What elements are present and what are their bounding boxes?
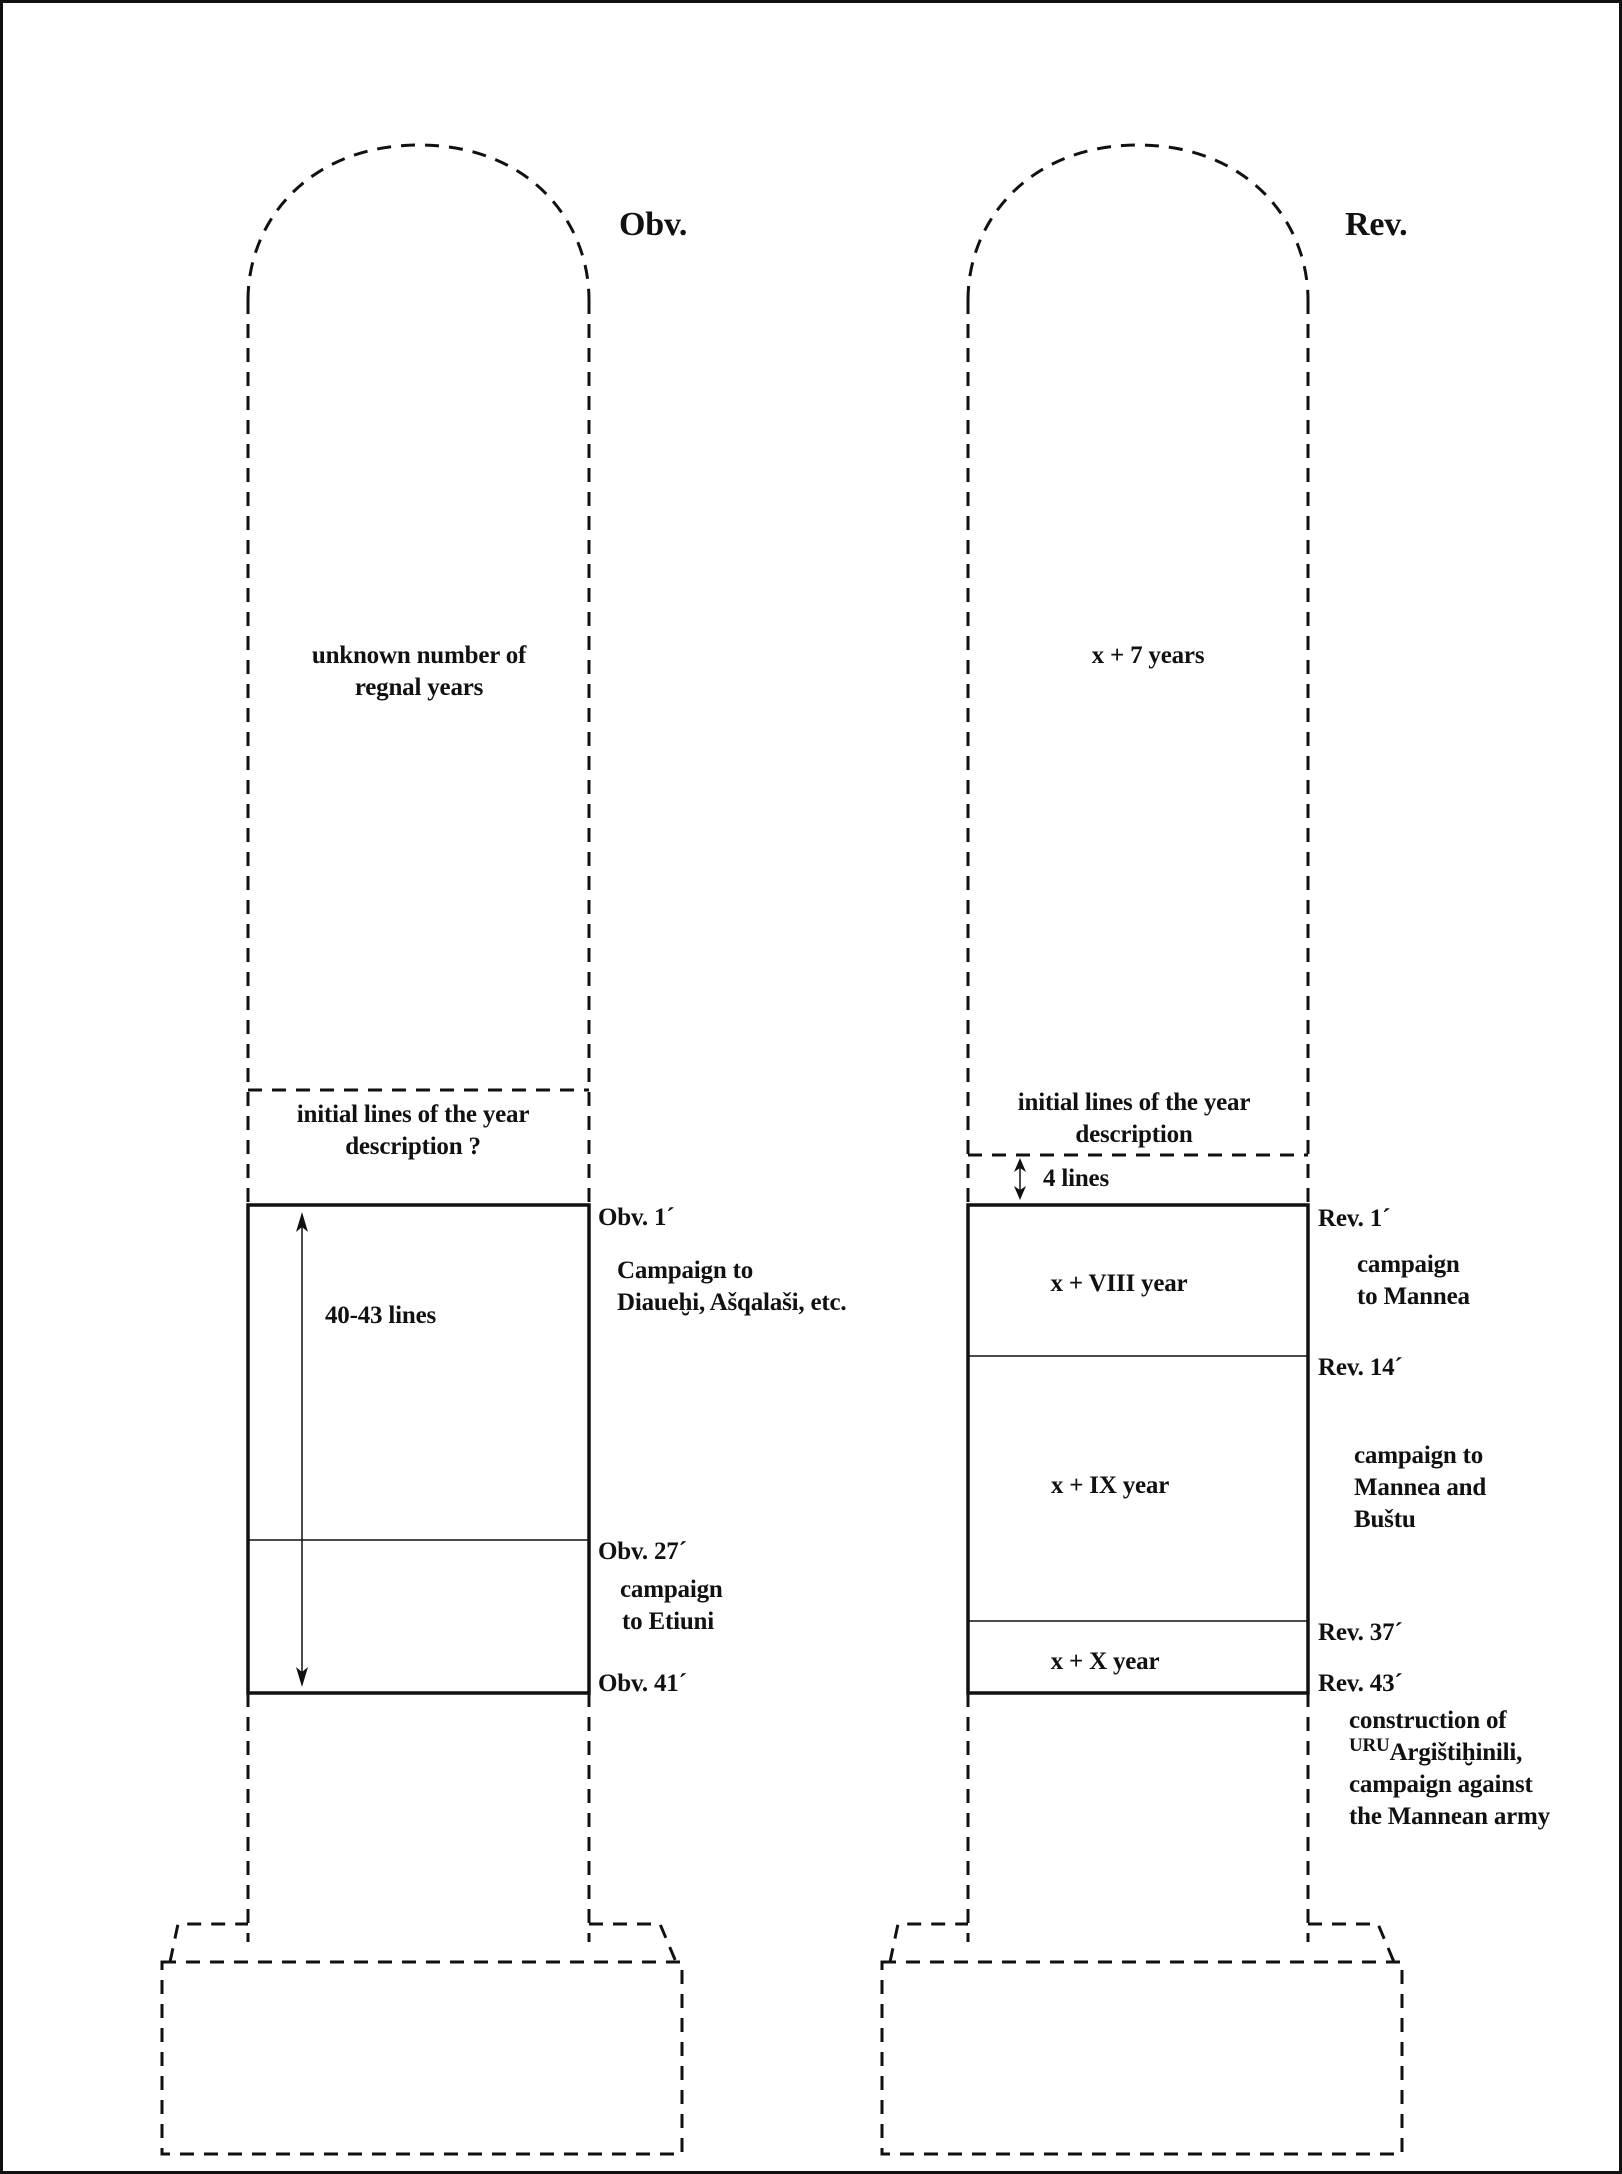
obverse-unknown-years-line2: regnal years: [354, 674, 484, 701]
reverse-campaign-mannea: campaign to Mannea: [1357, 1249, 1470, 1313]
reverse-campaign-mannea-line2: to Mannea: [1357, 1283, 1470, 1310]
reverse-year-viii-label: x + VIII year: [1050, 1270, 1188, 1297]
reverse-side-label: Rev.: [1345, 206, 1408, 243]
reverse-base-block: [880, 1960, 1404, 2156]
obverse-lines-count-label: 40-43 lines: [325, 1302, 436, 1329]
reverse-campaign-mannea-bustu: campaign to Mannea and Buštu: [1354, 1440, 1486, 1536]
reverse-marker-14: Rev. 14´: [1318, 1354, 1403, 1381]
reverse-initial-lines-note: initial lines of the year description: [1017, 1087, 1251, 1151]
obverse-marker-41: Obv. 41´: [598, 1670, 687, 1697]
reverse-gap-arrow-head-down: [1014, 1186, 1026, 1200]
obverse-stele: [160, 143, 684, 2156]
reverse-preserved-area: [966, 1162, 1310, 1695]
reverse-construction-line1: construction of: [1349, 1707, 1507, 1734]
obverse-arrow-head-down: [296, 1667, 308, 1687]
obverse-initial-lines-note: initial lines of the year description ?: [296, 1099, 530, 1163]
reverse-marker-1: Rev. 1´: [1318, 1205, 1391, 1232]
reverse-construction-line3: campaign against: [1349, 1771, 1533, 1798]
reverse-years-note: x + 7 years: [1091, 642, 1205, 669]
reverse-year-x-label: x + X year: [1050, 1648, 1160, 1675]
reverse-marker-43: Rev. 43´: [1318, 1670, 1403, 1697]
reverse-initial-lines-line1: initial lines of the year: [1017, 1089, 1251, 1116]
obverse-campaign-etiuni-line2: to Etiuni: [622, 1608, 714, 1635]
obverse-preserved-area: [246, 1203, 591, 1695]
obverse-marker-1: Obv. 1´: [598, 1204, 675, 1231]
obverse-preserved-box: [246, 1203, 591, 1695]
obverse-base-block: [160, 1960, 684, 2156]
reverse-initial-lines-line2: description: [1075, 1121, 1193, 1148]
reverse-construction-line4: the Mannean army: [1349, 1803, 1550, 1830]
reverse-campaign-mannea-bustu-line2: Mannea and: [1354, 1474, 1487, 1501]
obverse-plinth-top: [168, 1922, 678, 1963]
obverse-campaign-diauehi: Campaign to Diaueḫi, Ašqalaši, etc.: [617, 1255, 847, 1319]
reverse-construction-uru-determinative: URU: [1349, 1735, 1390, 1756]
reverse-construction-note: construction of URUArgištiḫinili, campai…: [1349, 1705, 1550, 1833]
obverse-initial-lines-line1: initial lines of the year: [296, 1101, 530, 1128]
reverse-gap-arrow-head-up: [1014, 1158, 1026, 1172]
reverse-campaign-mannea-bustu-line1: campaign to: [1354, 1442, 1484, 1469]
obverse-initial-lines-line2: description ?: [345, 1133, 481, 1160]
reverse-gap-label: 4 lines: [1043, 1165, 1109, 1192]
reverse-preserved-box: [966, 1203, 1310, 1695]
obverse-campaign-diauehi-line1: Campaign to: [617, 1257, 754, 1284]
reverse-dome-outline: [966, 143, 1310, 301]
obverse-campaign-etiuni-line1: campaign: [620, 1576, 723, 1603]
reverse-stele: [880, 143, 1404, 2156]
reverse-campaign-mannea-line1: campaign: [1357, 1251, 1460, 1278]
reverse-year-ix-label: x + IX year: [1050, 1472, 1170, 1499]
reverse-construction-line2: URUArgištiḫinili,: [1349, 1735, 1550, 1769]
obverse-dome-outline: [246, 143, 591, 301]
obverse-side-label: Obv.: [619, 206, 688, 243]
reverse-construction-city-name: Argištiḫinili,: [1389, 1739, 1523, 1766]
reverse-campaign-mannea-bustu-line3: Buštu: [1354, 1506, 1416, 1533]
obverse-unknown-years-note: unknown number of regnal years: [312, 640, 526, 704]
obverse-unknown-years-line1: unknown number of: [311, 642, 527, 669]
reverse-marker-37: Rev. 37´: [1318, 1619, 1403, 1646]
obverse-campaign-etiuni: campaign to Etiuni: [620, 1574, 723, 1638]
obverse-arrow-head-up: [296, 1212, 308, 1232]
obverse-marker-27: Obv. 27´: [598, 1538, 687, 1565]
obverse-campaign-diauehi-line2: Diaueḫi, Ašqalaši, etc.: [617, 1289, 847, 1316]
reverse-plinth-top: [888, 1922, 1396, 1963]
